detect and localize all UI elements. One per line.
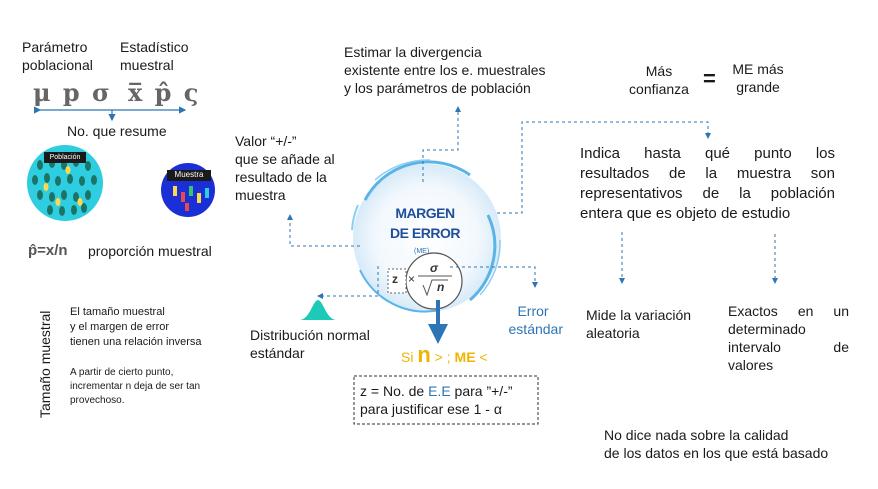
formula-sigma: σ [430,261,438,275]
sample-size-text-1-line-3: tienen una relación inversa [70,336,202,348]
formula-times: × [408,272,416,286]
margin-of-error-abbrev: (ME) [414,248,430,255]
equals-sign: = [703,66,716,91]
estimate-text-line-2: existente entre los e. muestrales [344,62,546,78]
value-text-line-1: Valor “+/-” [235,133,297,149]
standard-error-text: Error estándar [503,302,563,338]
value-text: Valor “+/-” que se añade al resultado de… [235,132,335,204]
sample-size-text-2: A partir de cierto punto, incrementar n … [70,366,200,408]
sample-size-text-1-line-1: El tamaño muestral [70,306,165,318]
indica-text-line-3: representativos de la población [580,185,835,202]
z-box-pre: z = No. de [360,383,429,399]
si-text: Si [401,349,414,365]
formula-n: n [437,280,445,294]
connector-value [287,214,360,247]
more-confidence-line-1: Más [645,63,673,79]
z-box-border [353,375,539,425]
formula-z: z [392,272,398,286]
standard-error-text-line-2: estándar [508,321,563,337]
z-box-line-2: para justificar ese 1 - α [360,401,502,417]
statistic-label-line-2: muestral [120,57,174,73]
indica-text-line-1: Indica hasta qué punto los [580,145,835,162]
sample-size-text-1: El tamaño muestral y el margen de error … [70,305,201,350]
sample-size-text-2-line-1: A partir de cierto punto, [70,367,174,378]
more-confidence-line-2: confianza [629,81,689,97]
parameter-label-line-1: Parámetro [22,39,88,55]
normal-distribution-text: Distribución normal estándar [250,326,370,362]
sample-size-rule: Si n > ; ME < [401,342,488,368]
exactos-text-line-2: determinado [728,321,806,337]
proportion-label: proporción muestral [88,243,212,259]
indica-text-line-2: resultados de la muestra son [580,165,835,182]
value-text-line-4: muestra [235,187,286,203]
mide-text: Mide la variación aleatoria [586,306,691,342]
margin-of-error-title-line-2: DE ERROR [390,225,460,241]
connector-estimate [422,106,461,182]
normal-distribution-text-line-2: estándar [250,345,305,361]
value-text-line-3: resultado de la [235,169,327,185]
n-big: n [417,342,431,367]
connector-error [450,266,538,288]
connector-normal [317,266,379,299]
sample-size-text-1-line-2: y el margen de error [70,321,170,333]
margin-of-error-title: MARGEN DE ERROR [370,203,480,243]
exactos-text-line-1: Exactos en un [728,303,849,319]
parameter-label-line-2: poblacional [22,57,93,73]
population-circle [27,145,103,221]
parameter-symbols: μ p σ [33,78,112,107]
sample-size-vertical-label: Tamaño muestral [37,310,53,418]
sample-circle [161,163,215,217]
mide-text-line-2: aleatoria [586,325,640,341]
larger-me: ME más grande [726,60,790,96]
indica-text-line-4: entera que es objeto de estudio [580,205,791,222]
margin-of-error-circle [351,159,501,313]
sample-size-text-2-line-3: provechoso. [70,395,125,406]
statistic-symbols: x̅ p̂ ς [128,78,201,107]
population-label: Población [49,154,81,161]
sample-label: Muestra [174,170,204,179]
lt-text: < [475,349,488,365]
proportion-formula: p̂=x/n [28,242,68,259]
connector-indica [497,121,711,214]
estimate-text-line-3: y los parámetros de población [344,80,531,96]
statistic-label-line-1: Estadístico [120,39,189,55]
standard-error-text-line-1: Error [517,303,549,319]
exactos-text-line-3: intervalo de [728,339,849,355]
z-box: z = No. de E.E para ”+/-” para justifica… [360,382,513,418]
indica-text: Indica hasta qué punto los resultados de… [580,144,835,224]
exactos-text-line-4: valores [728,357,774,373]
estimate-text: Estimar la divergencia existente entre l… [344,43,546,97]
margin-of-error-title-line-1: MARGEN [395,205,455,221]
nodice-text-line-1: No dice nada sobre la calidad [604,427,789,443]
more-confidence: Más confianza [624,62,694,98]
sample-size-text-2-line-2: incrementar n deja de ser tan [70,381,201,392]
nodice-text: No dice nada sobre la calidad de los dat… [604,426,828,462]
z-box-post: para ”+/-” [450,383,513,399]
gt-text: > ; [430,349,455,365]
resume-text: No. que resume [67,123,167,139]
z-box-ee: E.E [428,383,451,399]
estimate-text-line-1: Estimar la divergencia [344,44,482,60]
me-text: ME [454,349,476,365]
mide-text-line-1: Mide la variación [586,307,692,323]
statistic-label: Estadístico muestral [120,38,188,74]
normal-curve [300,300,336,320]
larger-me-line-2: grande [736,79,780,95]
larger-me-line-1: ME más [732,61,784,77]
exactos-text: Exactos en un determinado intervalo de v… [728,302,849,374]
value-text-line-2: que se añade al [235,151,335,167]
parameter-label: Parámetro poblacional [22,38,93,74]
z-box-line-1: z = No. de E.E para ”+/-” [360,382,513,400]
normal-distribution-text-line-1: Distribución normal [250,327,370,343]
nodice-text-line-2: de los datos en los que está basado [604,445,829,461]
